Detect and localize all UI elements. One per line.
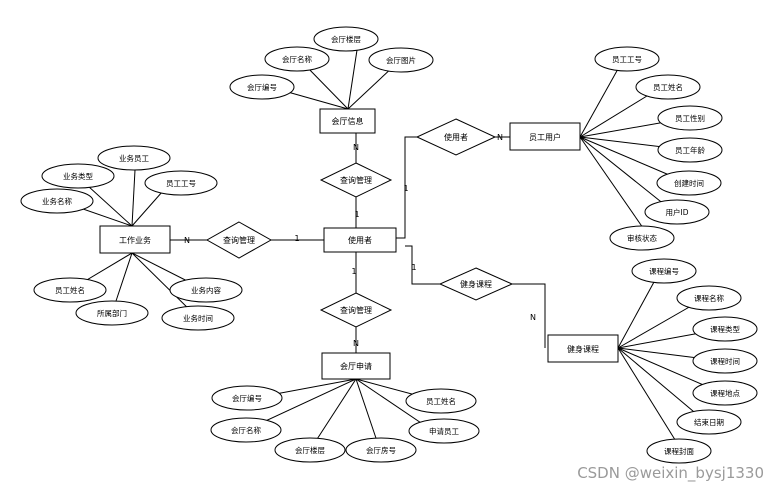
cardinality-course: N bbox=[530, 313, 536, 322]
attr-hall-info-number: 会厅编号 bbox=[229, 74, 295, 100]
entity-staff-user: 员工用户 bbox=[509, 122, 581, 151]
cardinality-user-rel: 1 bbox=[403, 184, 408, 193]
svg-text:会厅房号: 会厅房号 bbox=[366, 445, 396, 455]
attr-staff-gender: 员工性别 bbox=[657, 105, 723, 131]
cardinality-labels: N 1 1 N N 1 1 N 1 N bbox=[184, 133, 536, 348]
svg-text:员工姓名: 员工姓名 bbox=[426, 396, 456, 406]
svg-text:会厅名称: 会厅名称 bbox=[231, 425, 261, 435]
svg-text:业务名称: 业务名称 bbox=[42, 196, 72, 206]
attr-apply-room: 会厅房号 bbox=[345, 437, 417, 463]
svg-text:课程地点: 课程地点 bbox=[710, 388, 740, 398]
attr-course-place: 课程地点 bbox=[692, 380, 758, 406]
attr-apply-staff-name: 员工姓名 bbox=[405, 388, 477, 414]
svg-text:课程时间: 课程时间 bbox=[710, 356, 740, 366]
svg-text:业务时间: 业务时间 bbox=[183, 313, 213, 323]
attr-work-staff-name: 员工姓名 bbox=[33, 277, 107, 303]
svg-text:会厅申请: 会厅申请 bbox=[340, 361, 372, 371]
attr-staff-age: 员工年龄 bbox=[657, 137, 723, 163]
svg-text:结束日期: 结束日期 bbox=[694, 417, 724, 427]
svg-text:业务员工: 业务员工 bbox=[119, 153, 149, 163]
svg-text:员工姓名: 员工姓名 bbox=[653, 82, 683, 92]
svg-text:员工年龄: 员工年龄 bbox=[675, 145, 705, 155]
cardinality-apply: N bbox=[353, 339, 359, 348]
attr-course-cover: 课程封面 bbox=[646, 438, 712, 464]
attr-work-dept: 所属部门 bbox=[75, 300, 149, 326]
svg-text:会厅编号: 会厅编号 bbox=[232, 393, 262, 403]
entity-health-course: 健身课程 bbox=[547, 334, 619, 363]
svg-text:健身课程: 健身课程 bbox=[460, 279, 492, 289]
svg-text:使用者: 使用者 bbox=[444, 132, 468, 142]
svg-text:用户ID: 用户ID bbox=[666, 207, 689, 217]
cardinality-user-apply: 1 bbox=[351, 267, 356, 276]
entity-user: 使用者 bbox=[323, 227, 397, 253]
cardinality-query-user-top: 1 bbox=[354, 210, 359, 219]
svg-text:查询管理: 查询管理 bbox=[340, 305, 372, 315]
attr-staff-created: 创建时间 bbox=[656, 170, 722, 196]
svg-text:查询管理: 查询管理 bbox=[340, 175, 372, 185]
svg-text:会厅图片: 会厅图片 bbox=[386, 55, 416, 65]
relation-health-course: 健身课程 bbox=[438, 267, 514, 301]
entity-work-business: 工作业务 bbox=[99, 225, 171, 254]
relation-query-work: 查询管理 bbox=[205, 221, 273, 259]
svg-text:业务内容: 业务内容 bbox=[191, 285, 221, 295]
attr-apply-applicant: 申请员工 bbox=[408, 418, 480, 444]
svg-text:课程类型: 课程类型 bbox=[710, 324, 740, 334]
cardinality-user-course: 1 bbox=[411, 263, 416, 272]
attr-hall-info-name: 会厅名称 bbox=[264, 46, 330, 72]
attr-apply-number: 会厅编号 bbox=[211, 385, 283, 411]
svg-text:健身课程: 健身课程 bbox=[567, 344, 599, 354]
svg-text:审核状态: 审核状态 bbox=[627, 233, 657, 243]
attr-work-staff: 业务员工 bbox=[97, 145, 171, 171]
attr-course-number: 课程编号 bbox=[631, 258, 697, 284]
attr-course-name: 课程名称 bbox=[676, 285, 742, 311]
svg-text:所属部门: 所属部门 bbox=[97, 308, 127, 318]
cardinality-hall-query: N bbox=[353, 143, 359, 152]
svg-text:业务类型: 业务类型 bbox=[63, 171, 93, 181]
attr-work-staff-id: 员工工号 bbox=[144, 170, 218, 196]
svg-text:会厅名称: 会厅名称 bbox=[282, 54, 312, 64]
attr-staff-userid: 用户ID bbox=[644, 199, 710, 225]
attr-work-content: 业务内容 bbox=[169, 277, 243, 303]
svg-text:会厅编号: 会厅编号 bbox=[247, 82, 277, 92]
attr-work-name: 业务名称 bbox=[20, 188, 94, 214]
svg-text:员工用户: 员工用户 bbox=[529, 132, 561, 142]
attr-course-end-date: 结束日期 bbox=[676, 409, 742, 435]
svg-text:申请员工: 申请员工 bbox=[429, 426, 459, 436]
svg-text:员工性别: 员工性别 bbox=[675, 113, 705, 123]
attr-work-type: 业务类型 bbox=[41, 163, 115, 189]
svg-text:员工工号: 员工工号 bbox=[166, 179, 196, 188]
relation-query-apply: 查询管理 bbox=[319, 292, 393, 328]
cardinality-work: N bbox=[184, 236, 190, 245]
svg-text:会厅楼层: 会厅楼层 bbox=[331, 34, 361, 44]
svg-text:使用者: 使用者 bbox=[348, 235, 372, 245]
attr-hall-info-floor: 会厅楼层 bbox=[313, 26, 379, 52]
relation-user-staff: 使用者 bbox=[415, 118, 497, 156]
svg-text:课程编号: 课程编号 bbox=[649, 266, 679, 276]
attr-apply-floor: 会厅楼层 bbox=[274, 437, 346, 463]
entity-hall-apply: 会厅申请 bbox=[321, 352, 391, 380]
svg-text:员工姓名: 员工姓名 bbox=[55, 285, 85, 295]
svg-text:课程封面: 课程封面 bbox=[664, 446, 694, 456]
svg-text:工作业务: 工作业务 bbox=[119, 235, 151, 245]
cardinality-rel-staff: N bbox=[497, 133, 503, 142]
svg-text:创建时间: 创建时间 bbox=[674, 178, 704, 188]
svg-text:查询管理: 查询管理 bbox=[223, 235, 255, 245]
cardinality-query-user-left: 1 bbox=[294, 234, 299, 243]
attr-staff-status: 审核状态 bbox=[609, 225, 675, 251]
watermark: CSDN @weixin_bysj1330 bbox=[577, 464, 764, 482]
attr-work-time: 业务时间 bbox=[161, 305, 235, 331]
attr-course-type: 课程类型 bbox=[692, 316, 758, 342]
attr-hall-info-image: 会厅图片 bbox=[368, 47, 434, 73]
attr-course-time: 课程时间 bbox=[692, 348, 758, 374]
relation-query-hall: 查询管理 bbox=[319, 162, 393, 198]
attr-staff-id: 员工工号 bbox=[594, 46, 660, 72]
svg-text:课程名称: 课程名称 bbox=[694, 293, 724, 303]
entity-hall-info: 会厅信息 bbox=[319, 108, 376, 134]
svg-text:员工工号: 员工工号 bbox=[612, 55, 642, 64]
attr-apply-name: 会厅名称 bbox=[210, 417, 282, 443]
svg-text:会厅信息: 会厅信息 bbox=[332, 116, 364, 126]
svg-text:会厅楼层: 会厅楼层 bbox=[295, 445, 325, 455]
attr-staff-name: 员工姓名 bbox=[635, 74, 701, 100]
